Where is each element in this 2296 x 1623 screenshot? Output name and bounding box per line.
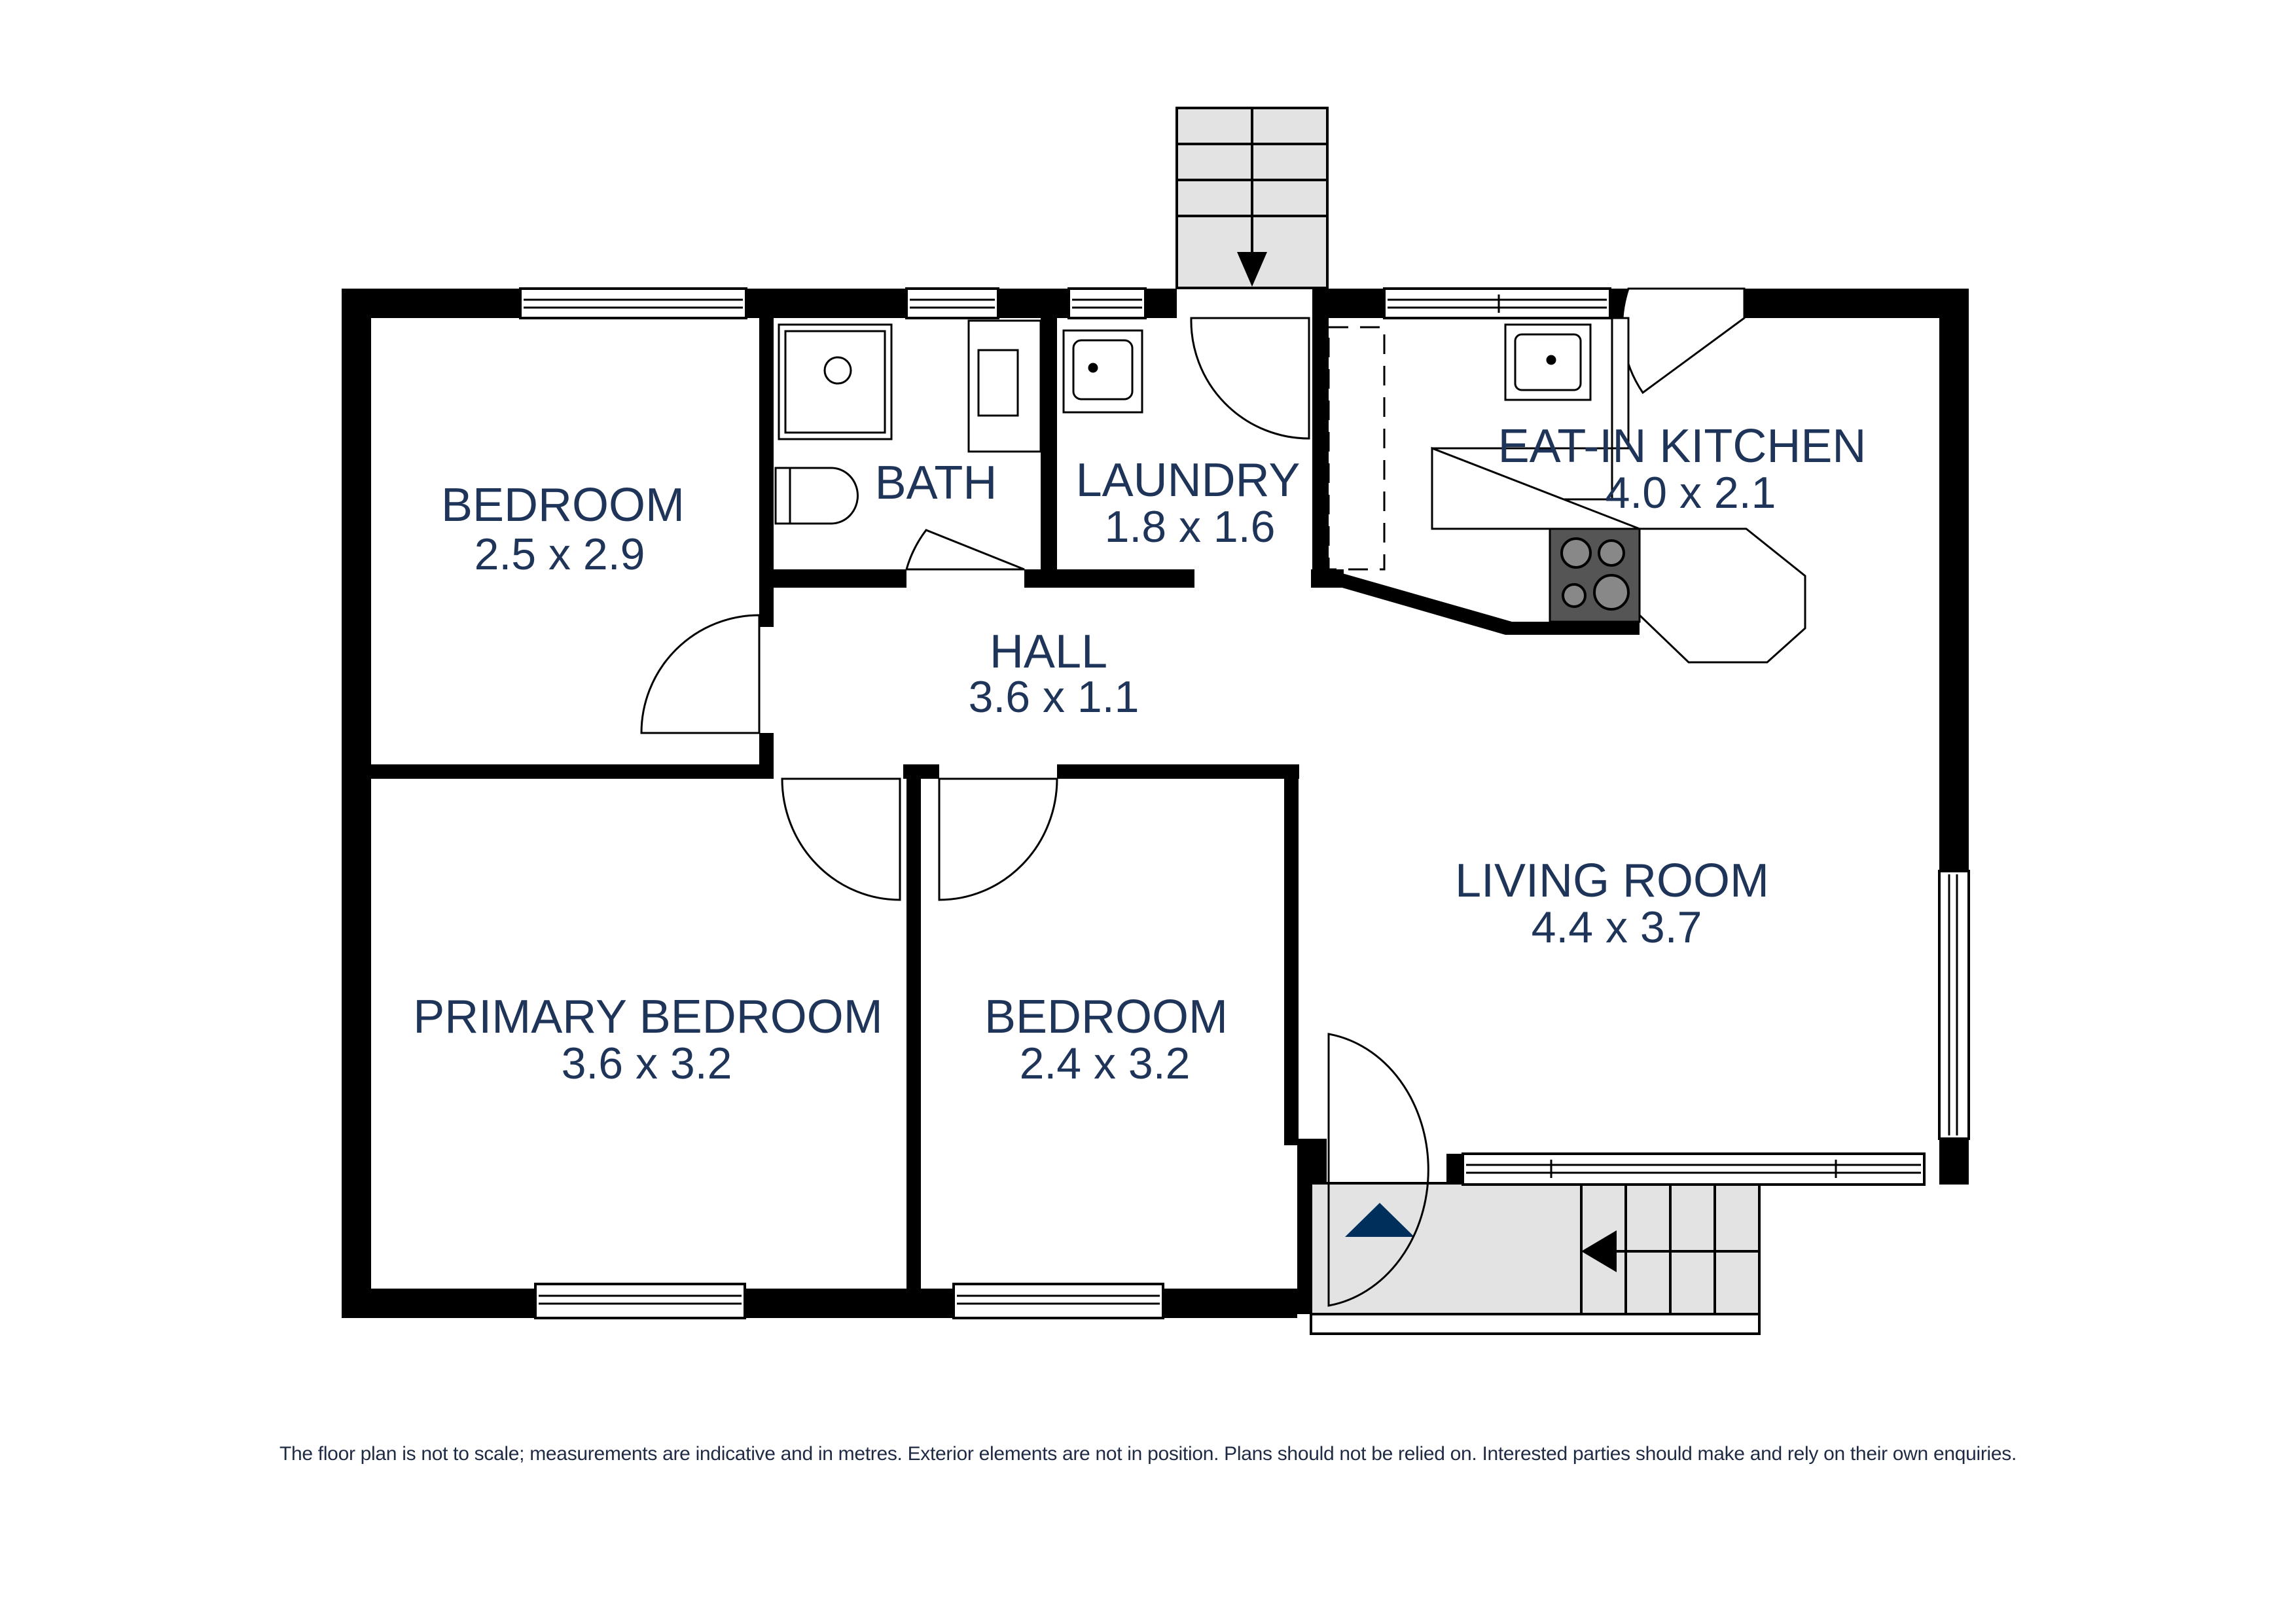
- cooktop: [1549, 527, 1641, 623]
- door-swing: [781, 777, 901, 901]
- room-dims: 2.5 x 2.9: [475, 529, 645, 579]
- room-labels: BEDROOM 2.5 x 2.9 BATH LAUNDRY 1.8 x 1.6…: [413, 420, 1866, 1088]
- room-dims: 2.4 x 3.2: [1020, 1039, 1191, 1088]
- room-name: LAUNDRY: [1076, 454, 1300, 507]
- room-name: EAT-IN KITCHEN: [1498, 420, 1867, 473]
- window: [905, 287, 999, 319]
- front-landing: [1310, 1182, 1761, 1335]
- door-swing: [1190, 317, 1310, 440]
- door-swing: [1327, 1033, 1429, 1307]
- window: [1938, 870, 1970, 1140]
- door-swing: [905, 529, 1025, 571]
- pantry: [1327, 326, 1386, 571]
- left-arrow-icon: [1581, 1230, 1617, 1272]
- room-name: BATH: [875, 457, 997, 509]
- room-name: LIVING ROOM: [1455, 855, 1769, 907]
- room-name: BEDROOM: [441, 479, 685, 531]
- room-name: HALL: [990, 626, 1107, 678]
- windows: [519, 287, 1970, 1319]
- room-dims: 4.0 x 2.1: [1605, 468, 1776, 518]
- door-swing: [640, 614, 761, 734]
- room-dims: 4.4 x 3.7: [1532, 902, 1702, 952]
- room-dims: 1.8 x 1.6: [1105, 502, 1276, 552]
- disclaimer: The floor plan is not to scale; measurem…: [279, 1443, 2017, 1465]
- room-dims: 3.6 x 1.1: [969, 672, 1139, 722]
- fixtures: [774, 317, 1806, 664]
- window: [1067, 287, 1147, 319]
- rear-stairs: [1175, 107, 1329, 289]
- window: [534, 1283, 746, 1319]
- door-swing: [938, 777, 1058, 901]
- entry-triangle-icon: [1345, 1203, 1414, 1237]
- window: [1462, 1152, 1926, 1186]
- toilet: [774, 467, 859, 525]
- window: [952, 1283, 1164, 1319]
- room-name: BEDROOM: [984, 991, 1228, 1043]
- interior-walls: [342, 289, 1640, 1289]
- window: [519, 287, 747, 319]
- room-name: PRIMARY BEDROOM: [413, 991, 882, 1043]
- window: [1383, 287, 1611, 319]
- room-dims: 3.6 x 3.2: [562, 1039, 732, 1088]
- door-swing: [1621, 287, 1746, 395]
- down-arrow-icon: [1237, 252, 1267, 287]
